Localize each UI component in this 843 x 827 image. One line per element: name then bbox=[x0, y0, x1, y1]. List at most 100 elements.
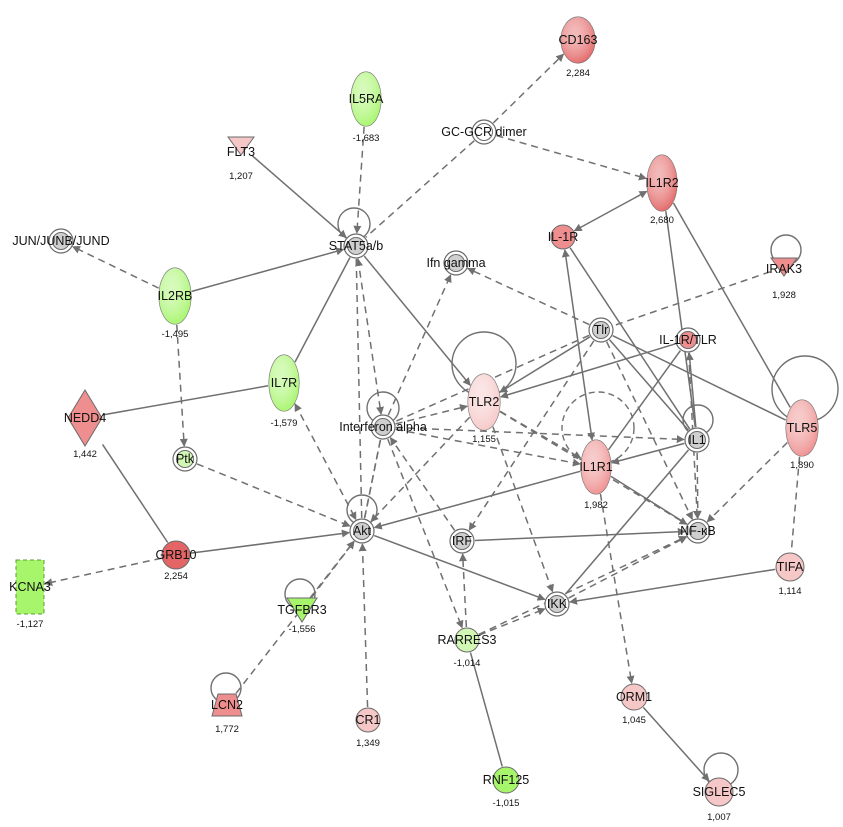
node-label-tlr: Tlr bbox=[594, 323, 609, 337]
node-il1r[interactable]: IL-1R bbox=[548, 224, 579, 250]
node-label-cr1: CR1 bbox=[355, 713, 380, 727]
edge-tlr-to-nfkb bbox=[605, 341, 694, 521]
node-value-rnf125: -1,015 bbox=[493, 798, 520, 809]
edge-rnf125-to-rarres3 bbox=[469, 652, 503, 767]
node-shape-cr1 bbox=[355, 707, 381, 733]
node-value-cr1: 1,349 bbox=[356, 738, 380, 749]
node-ptk[interactable]: Ptk bbox=[172, 446, 198, 472]
node-label-tifa: TIFA bbox=[777, 560, 804, 574]
node-label-lcn2: LCN2 bbox=[211, 698, 243, 712]
node-shape-rarres3 bbox=[454, 627, 480, 653]
node-label-il7r: IL7R bbox=[271, 376, 297, 390]
node-il5ra[interactable]: IL5RA-1,683 bbox=[349, 71, 384, 144]
node-stat5[interactable]: STAT5a/b bbox=[329, 233, 383, 259]
node-value-il2rb: -1,495 bbox=[162, 329, 189, 340]
node-ikk[interactable]: IKK bbox=[544, 591, 570, 617]
edge-rarres3-to-irf bbox=[459, 553, 468, 628]
node-value-cd163: 2,284 bbox=[566, 68, 590, 79]
node-rarres3[interactable]: RARRES3-1,014 bbox=[437, 627, 497, 669]
node-shape-lcn2 bbox=[211, 693, 243, 717]
node-shape-tgfbr3 bbox=[286, 597, 318, 623]
node-shape-ikk bbox=[548, 595, 566, 613]
node-nfkb[interactable]: NF-κB bbox=[680, 518, 716, 544]
node-ifng[interactable]: Ifn gamma bbox=[426, 250, 486, 276]
node-shape-il1rtlr bbox=[679, 331, 697, 349]
node-cr1[interactable]: CR1 1,349 bbox=[355, 707, 381, 749]
node-rnf125[interactable]: RNF125-1,015 bbox=[483, 766, 530, 809]
edge-rarres3-to-nfkb bbox=[478, 535, 687, 636]
node-label-il1: IL1 bbox=[688, 433, 705, 447]
node-tgfbr3[interactable]: TGFBR3-1,556 bbox=[277, 597, 327, 635]
node-value-orm1: 1,045 bbox=[622, 715, 646, 726]
node-label-gcgcr: GC-GCR dimer bbox=[441, 125, 526, 139]
edge-irak3-to-tlr bbox=[613, 271, 771, 327]
node-label-akt: Akt bbox=[353, 524, 372, 538]
node-akt[interactable]: Akt bbox=[349, 518, 375, 544]
edge-irf-to-nfkb bbox=[474, 527, 686, 542]
edge-tlr-to-irf bbox=[468, 340, 595, 531]
node-shape-il7r-shine bbox=[269, 355, 299, 411]
node-shape-ifng bbox=[447, 254, 465, 272]
node-value-tlr5: 1,890 bbox=[790, 460, 814, 471]
edge-tlr5-to-tifa bbox=[790, 456, 801, 553]
node-label-nfkb: NF-κB bbox=[680, 524, 715, 538]
node-value-rarres3: -1,014 bbox=[454, 658, 481, 669]
node-tlr[interactable]: Tlr bbox=[588, 317, 614, 343]
node-label-il2rb: IL2RB bbox=[158, 289, 193, 303]
node-shape-irf bbox=[453, 532, 471, 550]
node-shape-il1r2-shine bbox=[647, 155, 677, 211]
node-label-ikk: IKK bbox=[547, 597, 568, 611]
node-value-siglec5: 1,007 bbox=[707, 812, 731, 823]
edge-il1r-to-il1 bbox=[569, 247, 691, 430]
node-irf[interactable]: IRF bbox=[449, 528, 475, 554]
edge-il1-to-ikk bbox=[564, 449, 690, 595]
node-tlr5[interactable]: TLR5 1,890 bbox=[785, 399, 819, 471]
edge-il1r1-to-nfkb bbox=[610, 475, 688, 525]
node-ifna[interactable]: Interferon alpha bbox=[339, 414, 427, 440]
edge-nedd4-to-grb10 bbox=[101, 444, 169, 543]
node-label-irak3: IRAK3 bbox=[766, 262, 802, 276]
node-gcgcr[interactable]: GC-GCR dimer bbox=[441, 119, 527, 145]
node-il7r[interactable]: IL7R-1,579 bbox=[268, 354, 300, 429]
edge-il2rb-to-stat5 bbox=[191, 247, 345, 293]
edge-il1rtlr-to-il1r1 bbox=[607, 350, 681, 451]
node-label-stat5: STAT5a/b bbox=[329, 239, 383, 253]
node-value-nedd4: 1,442 bbox=[73, 449, 97, 460]
edge-ifna-to-il1 bbox=[395, 426, 685, 444]
edge-il1r1-to-orm1 bbox=[599, 493, 635, 684]
node-label-il1r2: IL1R2 bbox=[645, 176, 678, 190]
node-label-il1r1: IL1R1 bbox=[579, 460, 612, 474]
node-label-tlr5: TLR5 bbox=[787, 421, 818, 435]
edge-il7r-to-akt bbox=[294, 403, 357, 521]
node-il1[interactable]: IL1 bbox=[684, 427, 710, 453]
node-shape-grb10 bbox=[161, 540, 191, 570]
node-label-il1r: IL-1R bbox=[548, 230, 579, 244]
edge-akt-to-ikk bbox=[373, 534, 546, 601]
node-il1rtlr[interactable]: IL-1R/TLR bbox=[659, 327, 717, 353]
node-jun[interactable]: JUN/JUNB/JUND bbox=[12, 228, 110, 254]
node-label-flt3: FLT3 bbox=[227, 145, 255, 159]
edge-grb10-to-akt bbox=[190, 529, 350, 554]
node-label-tlr2: TLR2 bbox=[469, 395, 500, 409]
edge-il1rtlr-to-tlr2 bbox=[499, 343, 676, 399]
edge-il1-to-il1r1 bbox=[611, 442, 685, 465]
node-shape-orm1 bbox=[620, 683, 648, 711]
node-il2rb[interactable]: IL2RB -1,495 bbox=[158, 267, 193, 340]
node-kcna3[interactable]: KCNA3-1,127 bbox=[9, 559, 51, 630]
edge-tifa-to-ikk bbox=[569, 568, 776, 605]
node-shape-il5ra-shine bbox=[351, 72, 381, 126]
